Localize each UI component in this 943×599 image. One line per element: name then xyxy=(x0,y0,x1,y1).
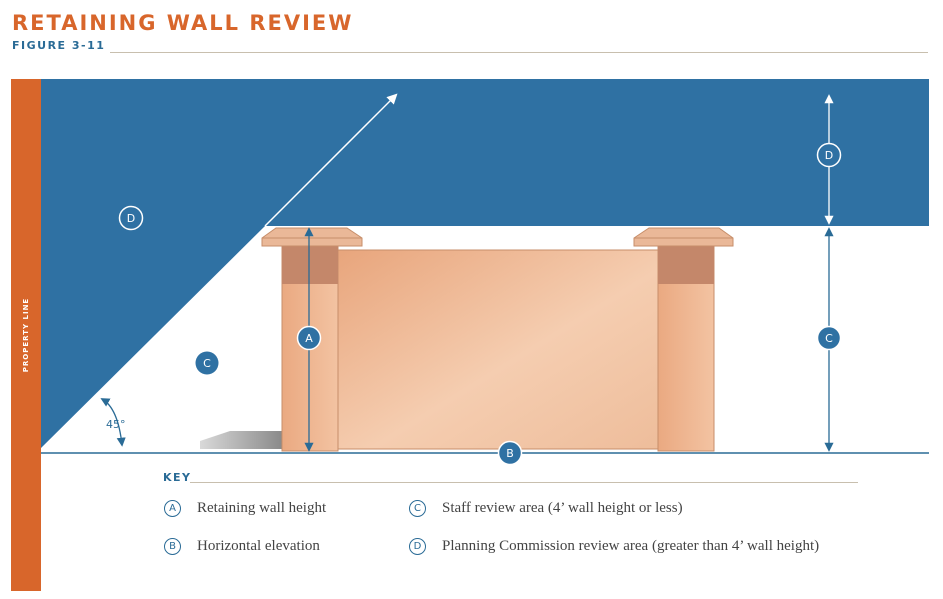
commission-review-area xyxy=(41,79,929,448)
page-title: RETAINING WALL REVIEW xyxy=(12,11,354,35)
marker-c-right: C xyxy=(816,325,842,351)
key-badge-d: D xyxy=(409,538,426,555)
key-heading: KEY xyxy=(163,471,192,484)
property-line-bar xyxy=(11,79,41,591)
svg-text:D: D xyxy=(825,149,833,162)
figure-number: FIGURE 3-11 xyxy=(12,39,106,52)
key-text-b: Horizontal elevation xyxy=(197,538,320,554)
marker-d-right: D xyxy=(816,142,842,168)
marker-c-left: C xyxy=(195,351,219,375)
slope-arrow xyxy=(264,93,398,227)
marker-d-left: D xyxy=(118,205,144,231)
svg-text:D: D xyxy=(127,212,135,225)
wall-panel xyxy=(337,249,659,450)
key-item-d: D Planning Commission review area (great… xyxy=(409,538,819,555)
svg-text:A: A xyxy=(305,332,313,345)
key-text-c: Staff review area (4’ wall height or les… xyxy=(442,500,683,516)
key-item-b: B Horizontal elevation xyxy=(164,538,320,555)
title-divider xyxy=(110,52,928,53)
svg-text:C: C xyxy=(203,357,211,370)
svg-text:B: B xyxy=(506,447,514,460)
key-badge-c: C xyxy=(409,500,426,517)
svg-text:C: C xyxy=(825,332,833,345)
angle-label: 45° xyxy=(106,418,126,431)
right-pilaster xyxy=(633,227,734,452)
key-text-d: Planning Commission review area (greater… xyxy=(442,538,820,554)
key-badge-b: B xyxy=(164,538,181,555)
marker-b: B xyxy=(497,440,523,466)
wall-shadow xyxy=(200,431,282,449)
key-item-a: A Retaining wall height xyxy=(164,500,326,517)
key-item-c: C Staff review area (4’ wall height or l… xyxy=(409,500,683,517)
angle-arc xyxy=(100,398,126,447)
key-divider xyxy=(190,482,858,483)
retaining-wall-diagram: 45° D C A B C D xyxy=(41,79,929,466)
key-badge-a: A xyxy=(164,500,181,517)
marker-a: A xyxy=(296,325,322,351)
key-text-a: Retaining wall height xyxy=(197,500,327,516)
